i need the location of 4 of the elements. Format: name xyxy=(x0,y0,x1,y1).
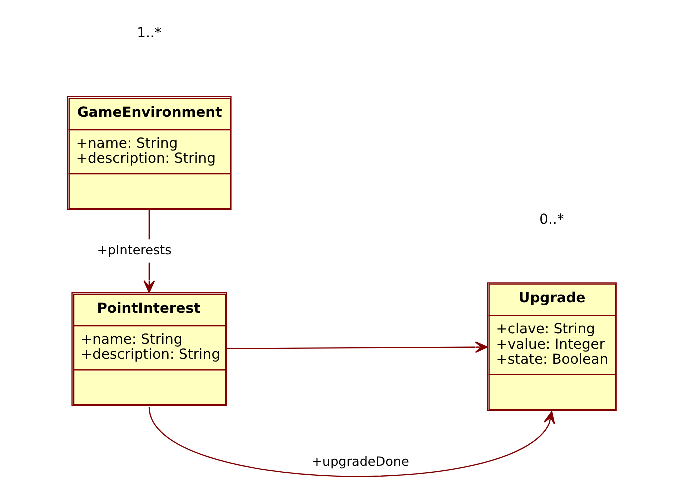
label: 1..* xyxy=(137,25,162,42)
edge-label: +upgradeDone xyxy=(312,455,410,470)
edge-label: +pInterests xyxy=(97,243,172,258)
label: 0..* xyxy=(540,212,564,228)
